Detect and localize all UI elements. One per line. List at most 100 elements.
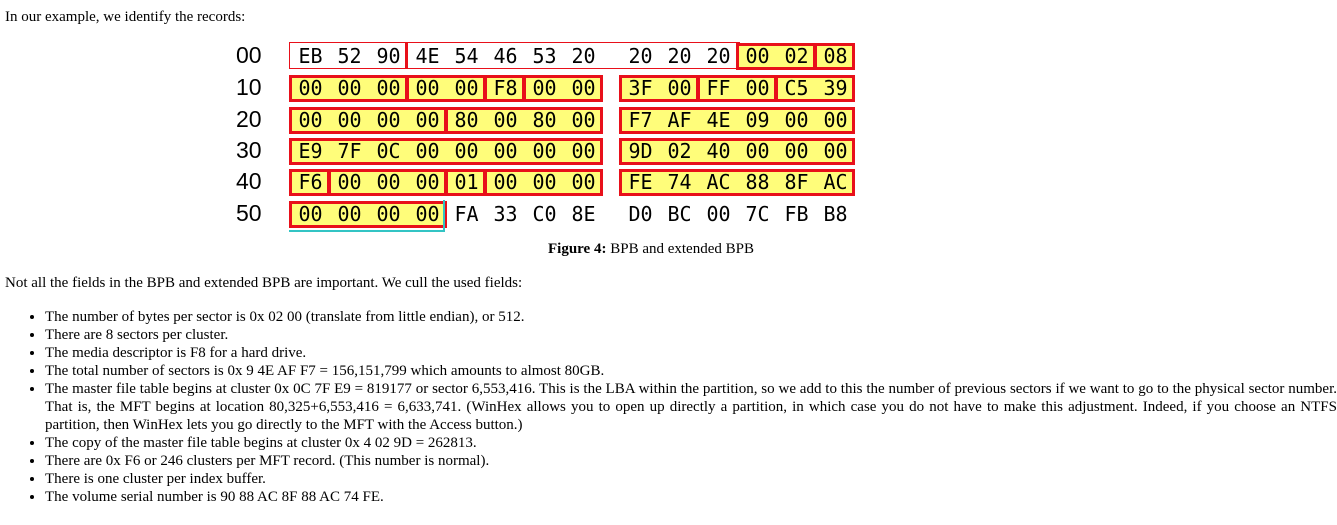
hex-byte: 40 <box>706 139 731 163</box>
hex-byte: 09 <box>745 108 770 132</box>
hex-byte: FB <box>784 202 809 226</box>
hex-byte: 80 <box>454 108 479 132</box>
hex-byte: 00 <box>415 108 440 132</box>
hex-byte: 39 <box>823 76 848 100</box>
hex-byte: 00 <box>337 76 362 100</box>
hex-byte: 00 <box>493 108 518 132</box>
hex-byte: E9 <box>298 139 323 163</box>
hex-byte: 00 <box>415 170 440 194</box>
hex-byte: 20 <box>706 44 731 68</box>
row-offset-label: 40 <box>236 168 262 194</box>
hex-byte: 7F <box>337 139 362 163</box>
row-offset-label: 30 <box>236 137 262 163</box>
list-item: The master file table begins at cluster … <box>45 380 1337 434</box>
row-offset-label: 50 <box>236 200 262 226</box>
hex-byte: 9D <box>628 139 653 163</box>
bpb-end-underline <box>289 230 445 232</box>
hex-byte: EB <box>298 44 323 68</box>
bpb-field-box <box>406 75 486 102</box>
bpb-field-box <box>697 75 777 102</box>
hex-byte: 00 <box>532 170 557 194</box>
row-offset-label: 00 <box>236 42 262 68</box>
hex-byte: 8E <box>571 202 596 226</box>
hex-byte: 90 <box>376 44 401 68</box>
hex-byte: 00 <box>784 139 809 163</box>
caption-label: Figure 4: <box>548 241 607 257</box>
bpb-field-box <box>289 169 330 196</box>
hex-byte: 46 <box>493 44 518 68</box>
bpb-end-marker <box>443 200 445 232</box>
bpb-field-box <box>289 138 603 165</box>
hex-byte: 4E <box>706 108 731 132</box>
bpb-field-box <box>814 43 855 70</box>
hex-byte: 00 <box>415 76 440 100</box>
hex-byte: C0 <box>532 202 557 226</box>
hex-byte: 00 <box>571 108 596 132</box>
hex-byte: 4E <box>415 44 440 68</box>
list-item: There are 8 sectors per cluster. <box>45 326 1337 344</box>
hex-byte: 00 <box>745 44 770 68</box>
hex-byte: 00 <box>376 76 401 100</box>
bpb-field-box <box>619 75 699 102</box>
hex-byte: AC <box>706 170 731 194</box>
bpb-field-box <box>445 107 603 134</box>
hex-byte: 8F <box>784 170 809 194</box>
bpb-field-box <box>289 201 447 228</box>
hex-byte: 33 <box>493 202 518 226</box>
hex-byte: 00 <box>745 139 770 163</box>
hex-byte: 54 <box>454 44 479 68</box>
hex-byte: 00 <box>337 170 362 194</box>
hex-byte: 88 <box>745 170 770 194</box>
hex-byte: BC <box>667 202 692 226</box>
row-offset-label: 20 <box>236 106 262 132</box>
caption-text: BPB and extended BPB <box>610 241 754 257</box>
hex-byte: 3F <box>628 76 653 100</box>
hex-byte: FE <box>628 170 653 194</box>
bpb-field-box <box>328 169 447 196</box>
used-fields-list: The number of bytes per sector is 0x 02 … <box>0 308 1337 506</box>
hex-byte: 00 <box>667 76 692 100</box>
hex-byte: F7 <box>628 108 653 132</box>
hex-byte: 53 <box>532 44 557 68</box>
hex-byte: FA <box>454 202 479 226</box>
hex-byte: 00 <box>571 139 596 163</box>
bpb-field-box <box>736 43 816 70</box>
hex-byte: 00 <box>571 76 596 100</box>
hex-byte: 20 <box>628 44 653 68</box>
hex-byte: 00 <box>532 139 557 163</box>
hex-byte: 52 <box>337 44 362 68</box>
hex-byte: AF <box>667 108 692 132</box>
hex-byte: 20 <box>667 44 692 68</box>
hex-byte: 02 <box>784 44 809 68</box>
list-item: The volume serial number is 90 88 AC 8F … <box>45 488 1337 506</box>
hex-byte: 00 <box>415 139 440 163</box>
hex-byte: 00 <box>745 76 770 100</box>
list-item: There are 0x F6 or 246 clusters per MFT … <box>45 452 1337 470</box>
hex-byte: AC <box>823 170 848 194</box>
hex-byte: F8 <box>493 76 518 100</box>
hex-byte: 74 <box>667 170 692 194</box>
hex-byte: 01 <box>454 170 479 194</box>
hex-byte: 00 <box>298 108 323 132</box>
hex-byte: 80 <box>532 108 557 132</box>
hex-byte: 00 <box>298 76 323 100</box>
hex-byte: 00 <box>337 108 362 132</box>
hex-byte: 20 <box>571 44 596 68</box>
hex-byte: 00 <box>337 202 362 226</box>
bpb-field-box <box>445 169 486 196</box>
hex-byte: 00 <box>706 202 731 226</box>
hex-byte: 00 <box>823 139 848 163</box>
list-item: The copy of the master file table begins… <box>45 434 1337 452</box>
hex-byte: 00 <box>415 202 440 226</box>
bpb-field-box <box>619 107 855 134</box>
row-offset-label: 10 <box>236 74 262 100</box>
hex-byte: 7C <box>745 202 770 226</box>
hex-byte: 00 <box>493 139 518 163</box>
hex-byte: 00 <box>454 76 479 100</box>
hex-byte: 02 <box>667 139 692 163</box>
fields-intro-paragraph: Not all the fields in the BPB and extend… <box>5 275 523 291</box>
hex-byte: 00 <box>454 139 479 163</box>
hex-byte: B8 <box>823 202 848 226</box>
hex-byte: 00 <box>376 202 401 226</box>
oem-id-separator <box>405 42 408 69</box>
